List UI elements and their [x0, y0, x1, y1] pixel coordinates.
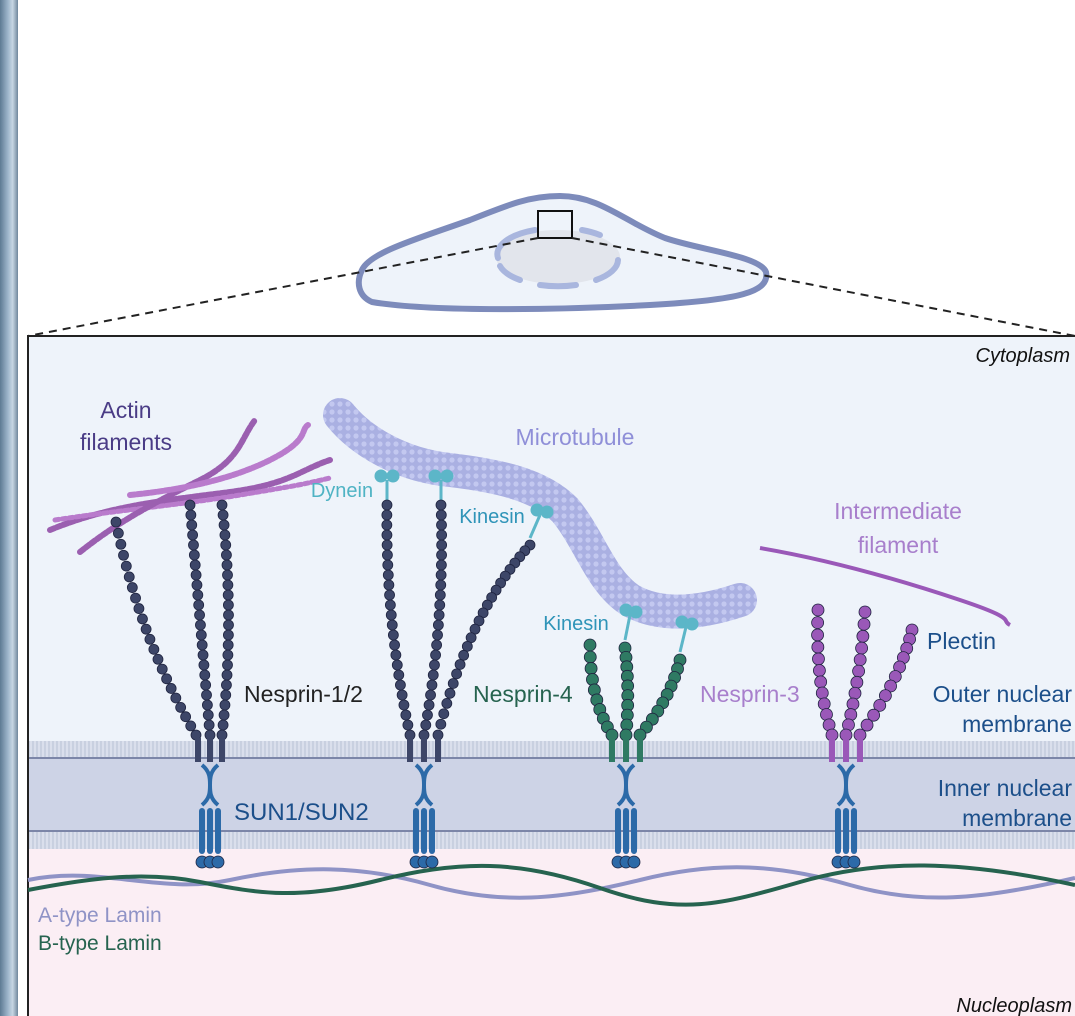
actin-label-line1: Actin [100, 397, 151, 423]
nesprin-kash-domain [407, 738, 413, 762]
kinesin-top-label: Kinesin [459, 506, 525, 528]
nesprin-4-label: Nesprin-4 [473, 681, 573, 707]
kinesin-bottom-label: Kinesin [543, 613, 609, 635]
a-type-lamin-label: A-type Lamin [38, 904, 162, 927]
nesprin-kash-domain [219, 738, 225, 762]
nesprin-kash-domain [843, 738, 849, 762]
actin-label-line2: filaments [80, 429, 172, 455]
nesprin-kash-domain [857, 738, 863, 762]
microtubule-label: Microtubule [516, 424, 635, 450]
plectin-label: Plectin [927, 628, 996, 654]
perinuclear-space [28, 759, 1075, 831]
dynein-label: Dynein [311, 480, 373, 502]
nesprin-kash-domain [637, 738, 643, 762]
nesprin-kash-domain [435, 738, 441, 762]
sun-label: SUN1/SUN2 [234, 799, 369, 826]
nesprin-kash-domain [207, 738, 213, 762]
cytoplasm-label: Cytoplasm [976, 345, 1070, 367]
nesprin-kash-domain [829, 738, 835, 762]
nesprin-kash-domain [421, 738, 427, 762]
nesprin-kash-domain [609, 738, 615, 762]
outer-nuclear-membrane [28, 741, 1075, 758]
inner-nuclear-membrane [28, 832, 1075, 849]
intermediate-filament-label-line2: filament [858, 532, 939, 558]
nesprin-3-label: Nesprin-3 [700, 681, 800, 707]
cell-overview [28, 196, 1075, 336]
intermediate-filament-label-line1: Intermediate [834, 498, 962, 524]
nesprin-kash-domain [623, 738, 629, 762]
inner-membrane-label-line1: Inner nuclear [938, 775, 1073, 801]
nesprin-kash-domain [195, 738, 201, 762]
outer-membrane-label-line1: Outer nuclear [933, 681, 1073, 707]
outer-membrane-label-line2: membrane [962, 711, 1072, 737]
nucleoplasm-label: Nucleoplasm [956, 995, 1072, 1016]
b-type-lamin-label: B-type Lamin [38, 932, 162, 955]
inner-membrane-label-line2: membrane [962, 805, 1072, 831]
nesprin-12-label: Nesprin-1/2 [244, 681, 363, 707]
